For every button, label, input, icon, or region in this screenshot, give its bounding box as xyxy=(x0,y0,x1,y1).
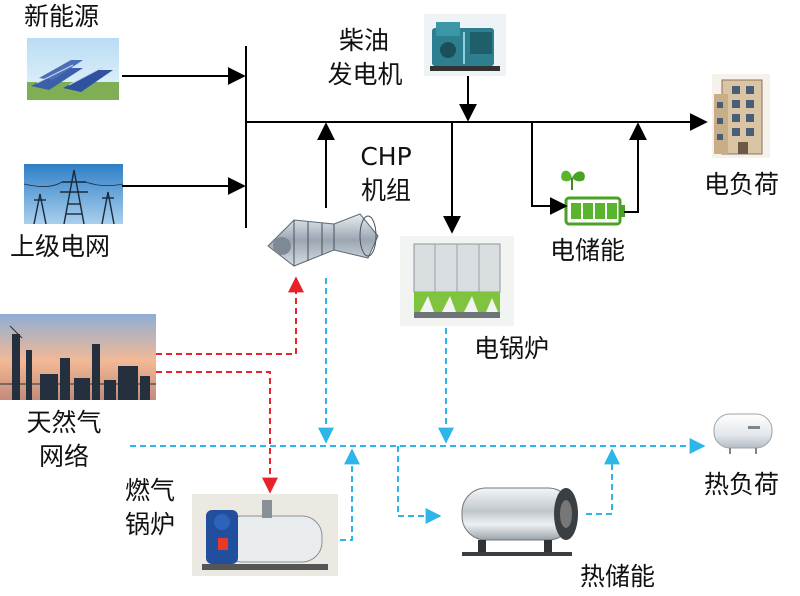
gas-plant-icon xyxy=(0,314,156,400)
diesel-generator-icon xyxy=(424,14,506,76)
arrow-gas-to-chp xyxy=(156,276,304,355)
solar-panel-icon xyxy=(27,38,119,100)
heat-lines xyxy=(130,278,706,541)
arrow-thermal-storage-to-heat-bus xyxy=(586,448,620,515)
arrow-storage-to-bus xyxy=(624,122,647,213)
arrow-bus-to-storage xyxy=(531,122,568,215)
label-new-energy: 新能源 xyxy=(24,2,100,31)
label-upper-grid: 上级电网 xyxy=(10,232,111,261)
label-heat-load: 热负荷 xyxy=(704,470,780,499)
label-gas-boiler-2: 锅炉 xyxy=(124,510,175,539)
battery-icon xyxy=(561,170,625,226)
building-icon xyxy=(712,74,770,158)
label-chp-1: CHP xyxy=(360,142,412,171)
gas-turbine-icon xyxy=(267,213,379,267)
label-diesel-generator-2: 发电机 xyxy=(327,60,403,89)
label-electric-load: 电负荷 xyxy=(704,170,780,199)
label-electric-boiler: 电锅炉 xyxy=(474,334,550,363)
transmission-tower-icon xyxy=(24,164,123,224)
label-natural-gas-network-2: 网络 xyxy=(38,442,89,471)
thermal-tank-icon xyxy=(461,487,578,556)
electric-lines xyxy=(122,46,708,234)
label-chp-2: 机组 xyxy=(360,176,411,205)
water-heater-icon xyxy=(713,413,773,454)
label-gas-boiler-1: 燃气 xyxy=(124,476,175,505)
label-thermal-storage: 热储能 xyxy=(580,562,656,591)
gas-boiler-icon xyxy=(192,494,338,576)
arrow-gas-boiler-to-heat-bus xyxy=(340,448,360,541)
label-diesel-generator-1: 柴油 xyxy=(338,26,389,55)
label-natural-gas-network-1: 天然气 xyxy=(26,408,102,437)
label-electric-storage: 电储能 xyxy=(550,236,626,265)
gas-lines xyxy=(156,276,304,494)
arrow-gas-to-gas-boiler xyxy=(156,371,278,494)
electric-boiler-icon xyxy=(400,236,514,326)
arrow-heat-bus-to-thermal-storage xyxy=(397,446,442,524)
